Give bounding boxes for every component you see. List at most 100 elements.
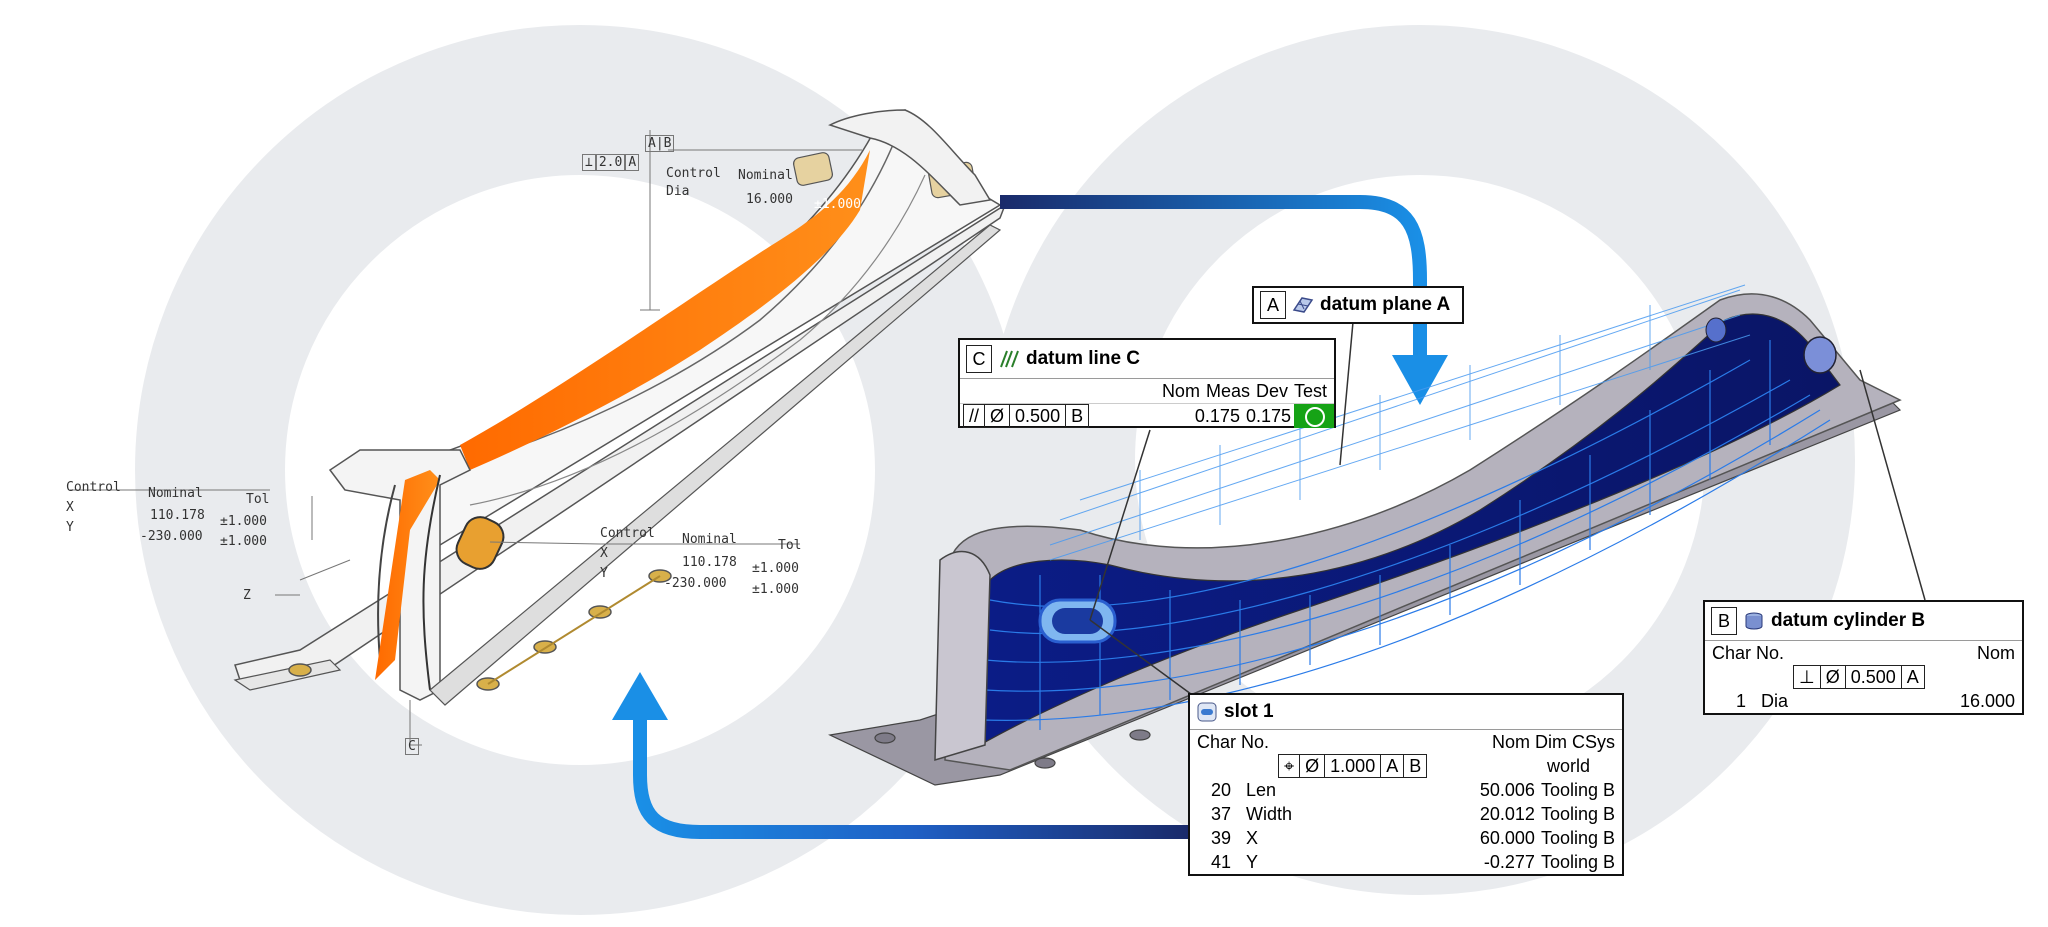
datum-line-c-value-row[interactable]: // Ø 0.500 B 0.175 0.175	[960, 404, 1334, 428]
nom-cell: 20.012	[1479, 803, 1535, 824]
fcf-ref: B	[1071, 406, 1084, 426]
slot-1-title: slot 1	[1224, 701, 1274, 722]
right-annotation-leaders	[1089, 321, 1926, 698]
header-test: Test	[1293, 380, 1327, 401]
datum-cylinder-b-title-bar: B datum cylinder B	[1705, 602, 2022, 641]
mid-table-control-header: Control	[600, 526, 655, 541]
header-meas: Meas	[1205, 380, 1250, 401]
header-nom-dim-csys: Nom Dim CSys	[1491, 731, 1615, 752]
datum-cylinder-b-fcf-row[interactable]: ⊥ Ø 0.500 A	[1705, 665, 2022, 689]
pass-circle-icon	[1305, 407, 1325, 427]
datum-line-c-panel[interactable]: C datum line C Nom Meas Dev Test // Ø 0.…	[958, 338, 1336, 428]
left-table-row-tol: ±1.000	[220, 534, 267, 549]
top-table-control-header: Control	[666, 166, 721, 181]
char-name-cell: Len	[1246, 779, 1277, 800]
char-name-cell: Width	[1246, 803, 1293, 824]
header-nom: Nom	[1161, 380, 1200, 401]
top-fcf-value: 2.0	[595, 154, 626, 171]
left-table-control-header: Control	[66, 480, 121, 495]
mid-table-row-tol: ±1.000	[752, 561, 799, 576]
fcf-value: 0.500	[1010, 405, 1067, 427]
flow-arrows	[612, 195, 1448, 839]
left-table-row-tol: ±1.000	[220, 514, 267, 529]
nom-cell: -0.277	[1483, 851, 1535, 872]
perpendicularity-fcf: ⊥ Ø 0.500 A	[1793, 665, 1925, 689]
top-datum-ref: A|B	[645, 135, 675, 152]
fcf-value: 1.000	[1325, 755, 1382, 777]
top-fcf-ref: A	[625, 154, 640, 171]
parallelism-icon: //	[964, 405, 986, 427]
datum-letter-c: C	[966, 345, 992, 373]
perpendicularity-icon: ⊥	[582, 154, 596, 171]
left-bracket-model	[233, 109, 1007, 706]
diameter-symbol: Ø	[1821, 666, 1846, 688]
datum-plane-a-title-bar: A datum plane A	[1254, 288, 1462, 322]
table-row[interactable]: 39 X 60.000 Tooling B	[1190, 826, 1622, 850]
header-char-no: Char No.	[1197, 731, 1270, 752]
char-name-cell: Y	[1246, 851, 1259, 872]
nom-cell: 60.000	[1479, 827, 1535, 848]
slot-1-fcf-row[interactable]: ⌖ Ø 1.000 A B world	[1190, 754, 1622, 778]
datum-plane-a-panel[interactable]: A datum plane A	[1252, 286, 1464, 324]
nom-cell: 16.000	[1959, 690, 2015, 711]
char-no-cell: 37	[1210, 803, 1231, 824]
slot-1-header-row: Char No. Nom Dim CSys	[1190, 730, 1622, 754]
header-nom: Nom	[1976, 642, 2015, 663]
char-no-cell: 20	[1210, 779, 1231, 800]
char-name-cell: X	[1246, 827, 1259, 848]
datum-line-c-title: datum line C	[1026, 348, 1141, 369]
position-icon: ⌖	[1279, 755, 1301, 777]
datum-line-c-title-bar: C datum line C	[960, 340, 1334, 379]
datum-cylinder-b-panel[interactable]: B datum cylinder B Char No. Nom ⊥ Ø 0.50…	[1703, 600, 2024, 715]
position-fcf: ⌖ Ø 1.000 A B	[1278, 754, 1428, 778]
left-table-row-nominal: -230.000	[140, 529, 203, 544]
meas-value: 0.175	[1194, 405, 1240, 426]
datum-plane-a-title: datum plane A	[1320, 294, 1451, 315]
datum-cylinder-b-title: datum cylinder B	[1771, 610, 1926, 631]
slot-1-panel[interactable]: slot 1 Char No. Nom Dim CSys ⌖ Ø 1.000 A…	[1188, 693, 1624, 876]
table-row[interactable]: 20 Len 50.006 Tooling B	[1190, 778, 1622, 802]
datum-letter-b: B	[1711, 607, 1737, 635]
datum-line-icon	[1000, 350, 1019, 368]
char-no-cell: 41	[1210, 851, 1231, 872]
fcf-ref-1: A	[1381, 755, 1405, 777]
csys-cell: Tooling B	[1540, 779, 1615, 800]
csys-cell: Tooling B	[1540, 803, 1615, 824]
csys-cell: Tooling B	[1540, 827, 1615, 848]
mid-table-tol-header: Tol	[778, 538, 802, 553]
mid-table-row-nominal: -230.000	[664, 576, 727, 591]
datum-line-c-header-row: Nom Meas Dev Test	[960, 379, 1334, 404]
top-table-nominal-header: Nominal	[738, 168, 793, 183]
table-row[interactable]: 37 Width 20.012 Tooling B	[1190, 802, 1622, 826]
left-table-row-label: X	[66, 500, 74, 515]
dev-value: 0.175	[1245, 405, 1291, 426]
left-table-nominal-header: Nominal	[148, 486, 203, 501]
right-bracket-model	[828, 284, 1902, 786]
mid-table-row-label: Y	[600, 566, 608, 581]
left-table-row-label: Y	[66, 520, 74, 535]
datum-letter-a: A	[1260, 291, 1286, 319]
perpendicularity-icon: ⊥	[1794, 666, 1821, 688]
top-table-row-label: Dia	[666, 184, 690, 199]
nom-cell: 50.006	[1479, 779, 1535, 800]
table-row[interactable]: 1 Dia 16.000	[1705, 689, 2022, 713]
mid-table-row-label: X	[600, 546, 608, 561]
header-char-no: Char No.	[1712, 642, 1785, 663]
left-annotation-leaders	[70, 130, 862, 746]
fcf-ref-2: B	[1409, 756, 1422, 776]
datum-cylinder-b-header-row: Char No. Nom	[1705, 641, 2022, 665]
mid-table-row-tol: ±1.000	[752, 582, 799, 597]
fcf-ref: A	[1906, 667, 1919, 687]
z-axis-label: Z	[243, 588, 251, 603]
top-table-row-nominal: 16.000	[746, 192, 793, 207]
test-pass-indicator	[1294, 404, 1334, 428]
slot-1-title-bar: slot 1	[1190, 695, 1622, 730]
mid-table-nominal-header: Nominal	[682, 532, 737, 547]
diameter-symbol: Ø	[1300, 755, 1326, 777]
slot-icon	[1197, 702, 1217, 722]
mid-table-row-nominal: 110.178	[682, 555, 737, 570]
char-no-cell: 1	[1735, 690, 1746, 711]
table-row[interactable]: 41 Y -0.277 Tooling B	[1190, 850, 1622, 874]
